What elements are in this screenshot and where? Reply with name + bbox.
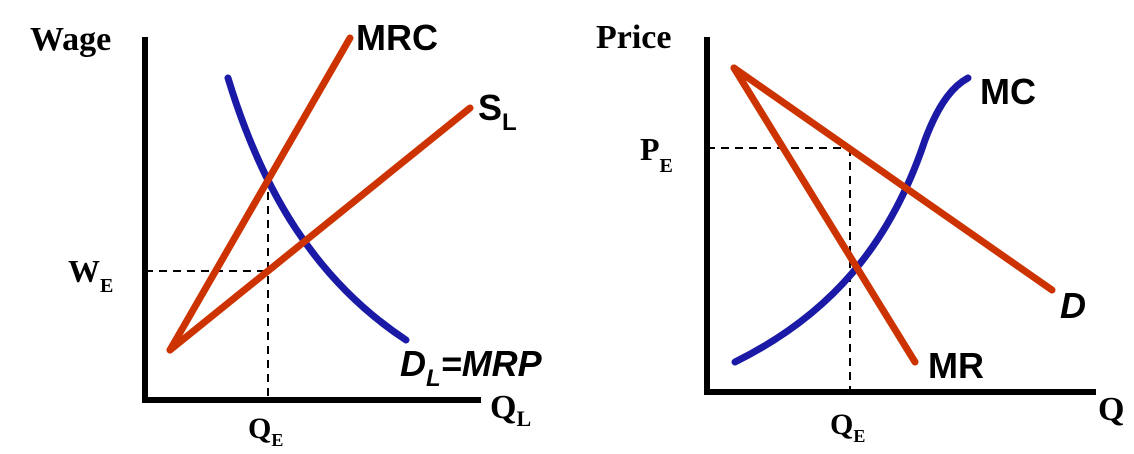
- left-wage-marker: WE: [68, 253, 113, 297]
- right-mc-curve: [731, 74, 972, 366]
- left-mrc-line: [166, 34, 354, 354]
- right-y-axis-label: Price: [596, 19, 672, 56]
- left-demand-label: DL=MRP: [400, 343, 543, 392]
- left-supply-line: [166, 104, 474, 354]
- left-panel-labor-market: Wage QL WE QE MRC SL DL=MRP: [30, 17, 543, 450]
- left-x-axis-label: QL: [490, 389, 531, 431]
- right-axes: [704, 37, 1096, 395]
- right-x-axis-label: Q: [1098, 391, 1124, 428]
- right-mc-label: MC: [980, 71, 1036, 112]
- right-demand-line: [730, 64, 1056, 294]
- right-mr-line: [730, 64, 919, 366]
- left-quantity-marker: QE: [248, 412, 283, 450]
- right-mr-label: MR: [928, 345, 984, 386]
- left-mrc-label: MRC: [356, 17, 438, 58]
- right-panel-product-market: Price Q PE QE MC D MR: [596, 19, 1124, 446]
- right-price-marker: PE: [640, 131, 673, 177]
- left-demand-mrp-curve: [224, 74, 410, 344]
- left-axes: [142, 37, 481, 403]
- right-quantity-marker: QE: [830, 408, 865, 446]
- left-supply-label: SL: [478, 87, 517, 136]
- left-y-axis-label: Wage: [30, 21, 111, 58]
- right-demand-label: D: [1060, 285, 1086, 326]
